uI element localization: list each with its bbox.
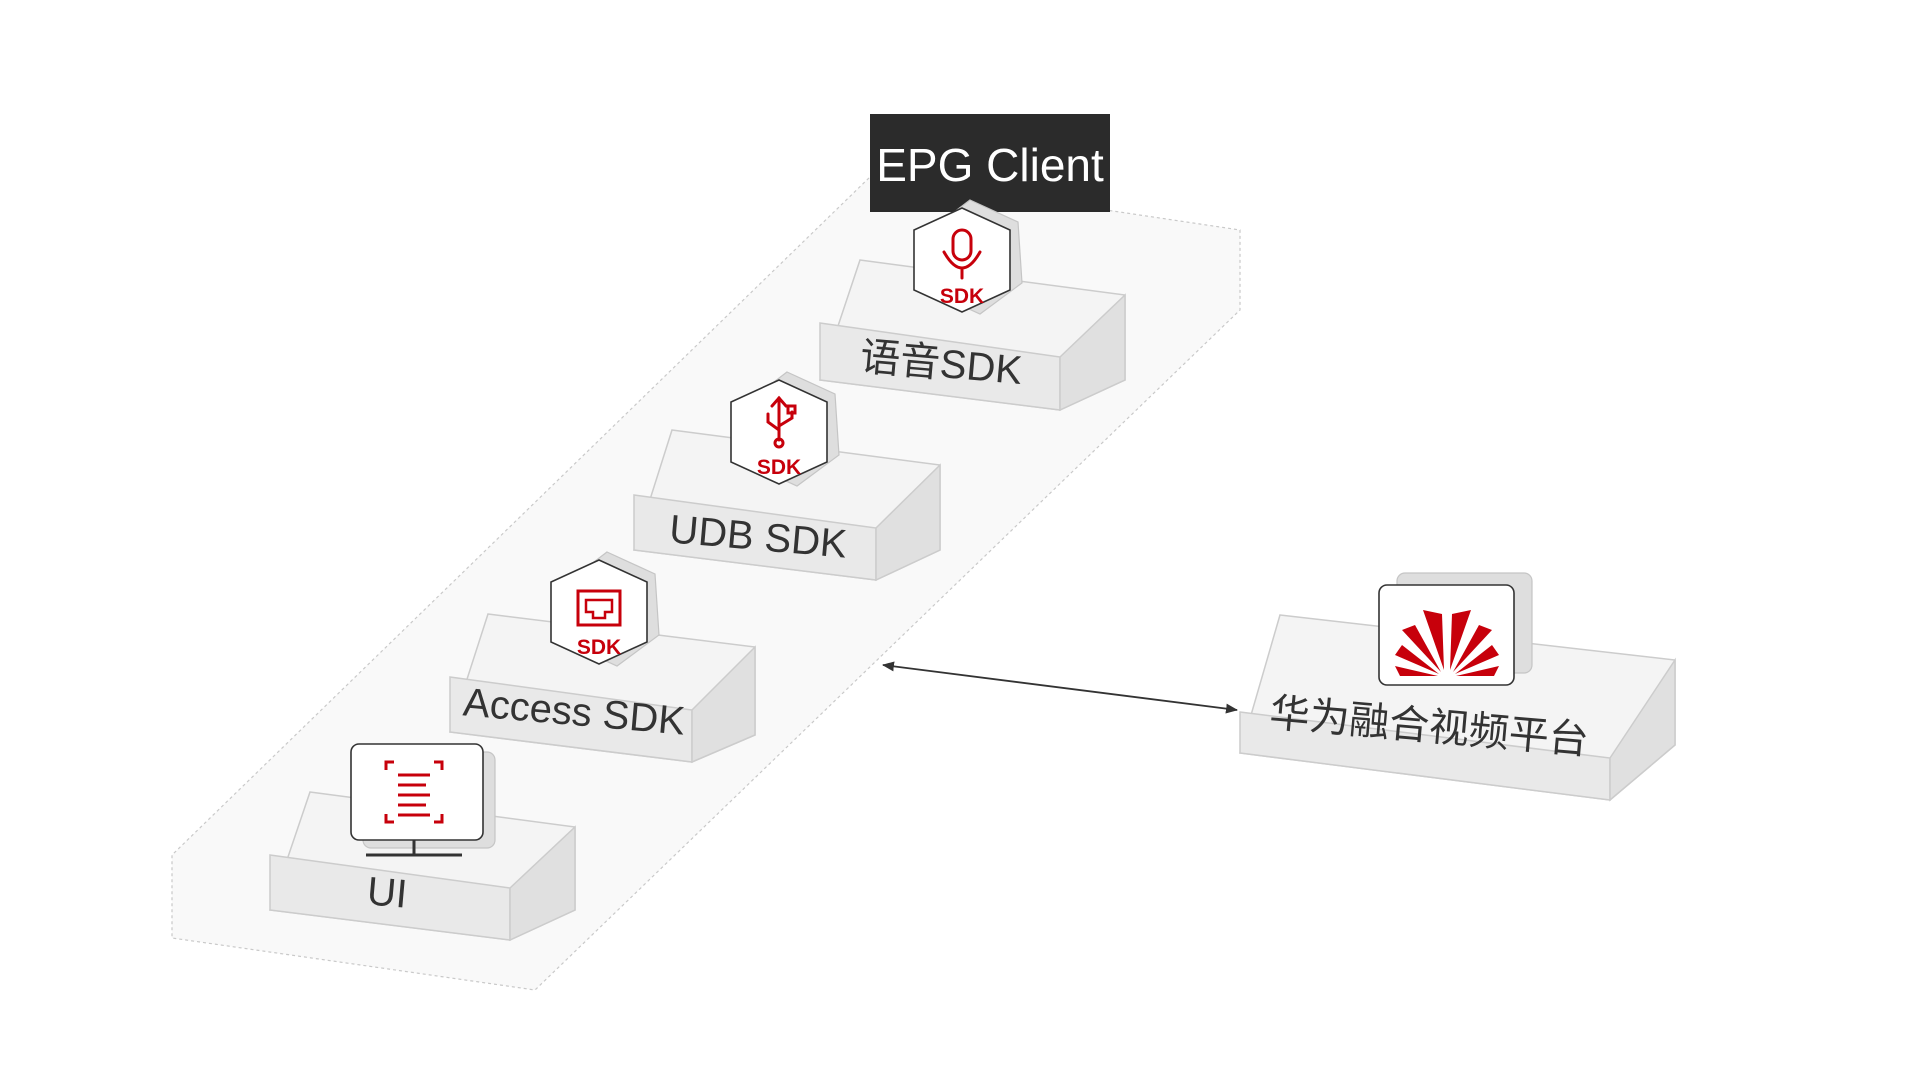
platform-block: 华为融合视频平台 <box>1239 572 1676 802</box>
module-udb-sdk: SDK UDB SDK <box>633 371 941 582</box>
module-ui: UI <box>268 743 576 942</box>
epg-client-title: EPG Client <box>876 139 1104 191</box>
module-access-sdk: SDK Access SDK <box>449 551 756 764</box>
ui-label: UI <box>365 869 409 916</box>
huawei-logo-icon <box>1395 610 1499 676</box>
voice-sdk-badge: SDK <box>940 285 984 308</box>
udb-sdk-badge: SDK <box>757 456 801 479</box>
network-port-icon <box>576 589 622 627</box>
monitor-ui-icon <box>350 743 484 857</box>
microphone-icon <box>942 228 982 280</box>
module-voice-sdk: SDK 语音SDK <box>818 199 1126 412</box>
access-sdk-badge: SDK <box>577 636 621 659</box>
epg-client-title-box <box>870 114 1110 212</box>
usb-icon <box>766 395 797 449</box>
bidirectional-arrow <box>882 661 1238 714</box>
